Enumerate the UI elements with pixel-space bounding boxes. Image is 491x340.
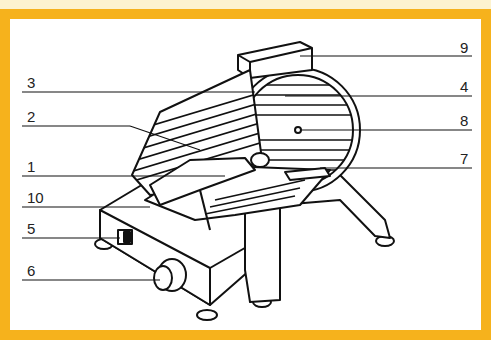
foot	[197, 310, 217, 320]
callout-number: 6	[27, 263, 35, 278]
base-front	[100, 210, 210, 305]
pusher-handle	[251, 153, 269, 167]
callout-number: 1	[27, 159, 35, 174]
callout-number: 7	[460, 151, 468, 166]
callout-number: 9	[460, 40, 468, 55]
callout-number: 3	[27, 75, 35, 90]
callout-number: 10	[27, 190, 44, 205]
leader-lines	[22, 56, 472, 280]
callout-number: 5	[27, 221, 35, 236]
handle	[285, 168, 330, 180]
switch	[118, 230, 132, 244]
switch-button	[124, 232, 130, 242]
callout-number: 2	[27, 109, 35, 124]
callout-number: 8	[460, 113, 468, 128]
callout-number: 4	[460, 79, 468, 94]
